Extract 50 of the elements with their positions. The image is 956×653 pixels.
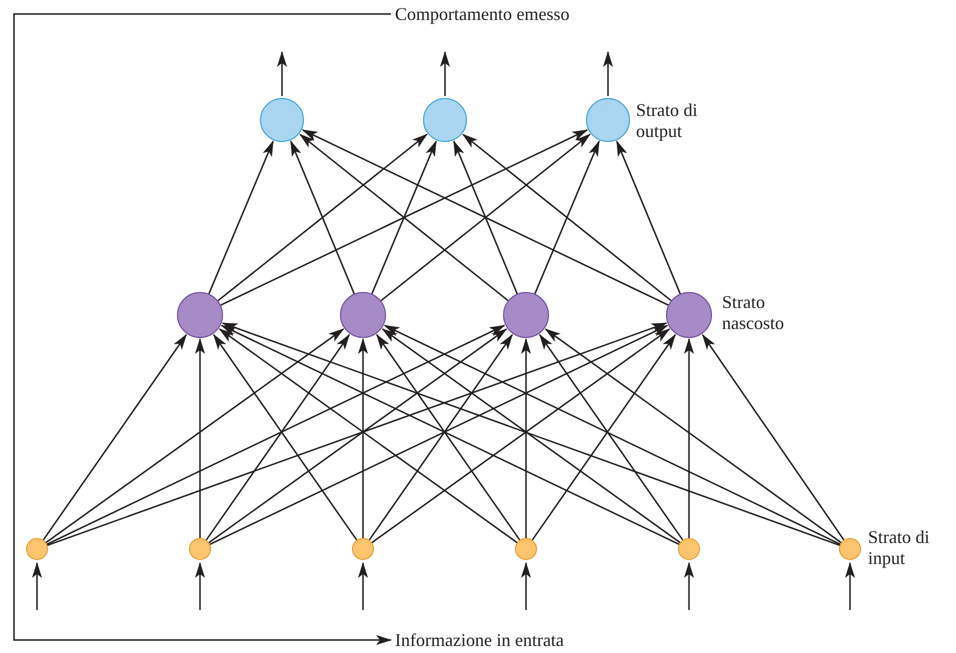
input-neuron <box>678 538 700 560</box>
arrow <box>702 334 844 540</box>
arrow <box>47 322 668 546</box>
arrow <box>384 324 840 545</box>
input-neuron <box>839 538 861 560</box>
hidden-neuron <box>340 292 386 338</box>
arrow <box>45 328 344 544</box>
arrow <box>684 562 694 610</box>
output-neuron <box>423 98 467 142</box>
input-neuron <box>352 538 374 560</box>
arrow <box>208 140 274 294</box>
layer-label: Strato di output <box>636 100 698 142</box>
arrow <box>277 51 287 96</box>
layer-label: Strato di input <box>868 527 930 569</box>
arrow <box>299 134 508 302</box>
hidden-neuron <box>666 292 712 338</box>
arrow <box>218 134 428 302</box>
arrow <box>42 334 187 540</box>
arrow <box>534 140 600 294</box>
arrow <box>845 562 855 610</box>
arrow <box>521 562 531 610</box>
output-neuron <box>586 98 630 142</box>
hidden-neuron <box>177 292 223 338</box>
arrow <box>544 328 842 544</box>
hidden-neuron <box>503 292 549 338</box>
arrow <box>195 338 205 538</box>
arrow <box>358 338 368 538</box>
arrow <box>302 129 669 306</box>
input-neuron <box>189 538 211 560</box>
input-neuron <box>515 538 537 560</box>
arrow <box>195 562 205 610</box>
arrow <box>616 140 681 294</box>
arrow <box>13 13 392 645</box>
arrow <box>462 134 672 302</box>
arrow <box>222 322 840 546</box>
input-neuron <box>26 538 48 560</box>
arrow <box>290 140 355 294</box>
arrow <box>684 338 694 538</box>
output-neuron <box>260 98 304 142</box>
arrow <box>46 324 506 545</box>
layer-label: Strato nascosto <box>722 292 785 334</box>
arrow <box>358 562 368 610</box>
arrow <box>380 134 591 302</box>
arrow <box>521 338 531 538</box>
arrow <box>220 129 588 306</box>
arrow <box>440 51 450 96</box>
arrow <box>32 562 42 610</box>
arrow <box>603 51 613 96</box>
arrow <box>453 140 518 294</box>
arrow <box>371 140 437 294</box>
